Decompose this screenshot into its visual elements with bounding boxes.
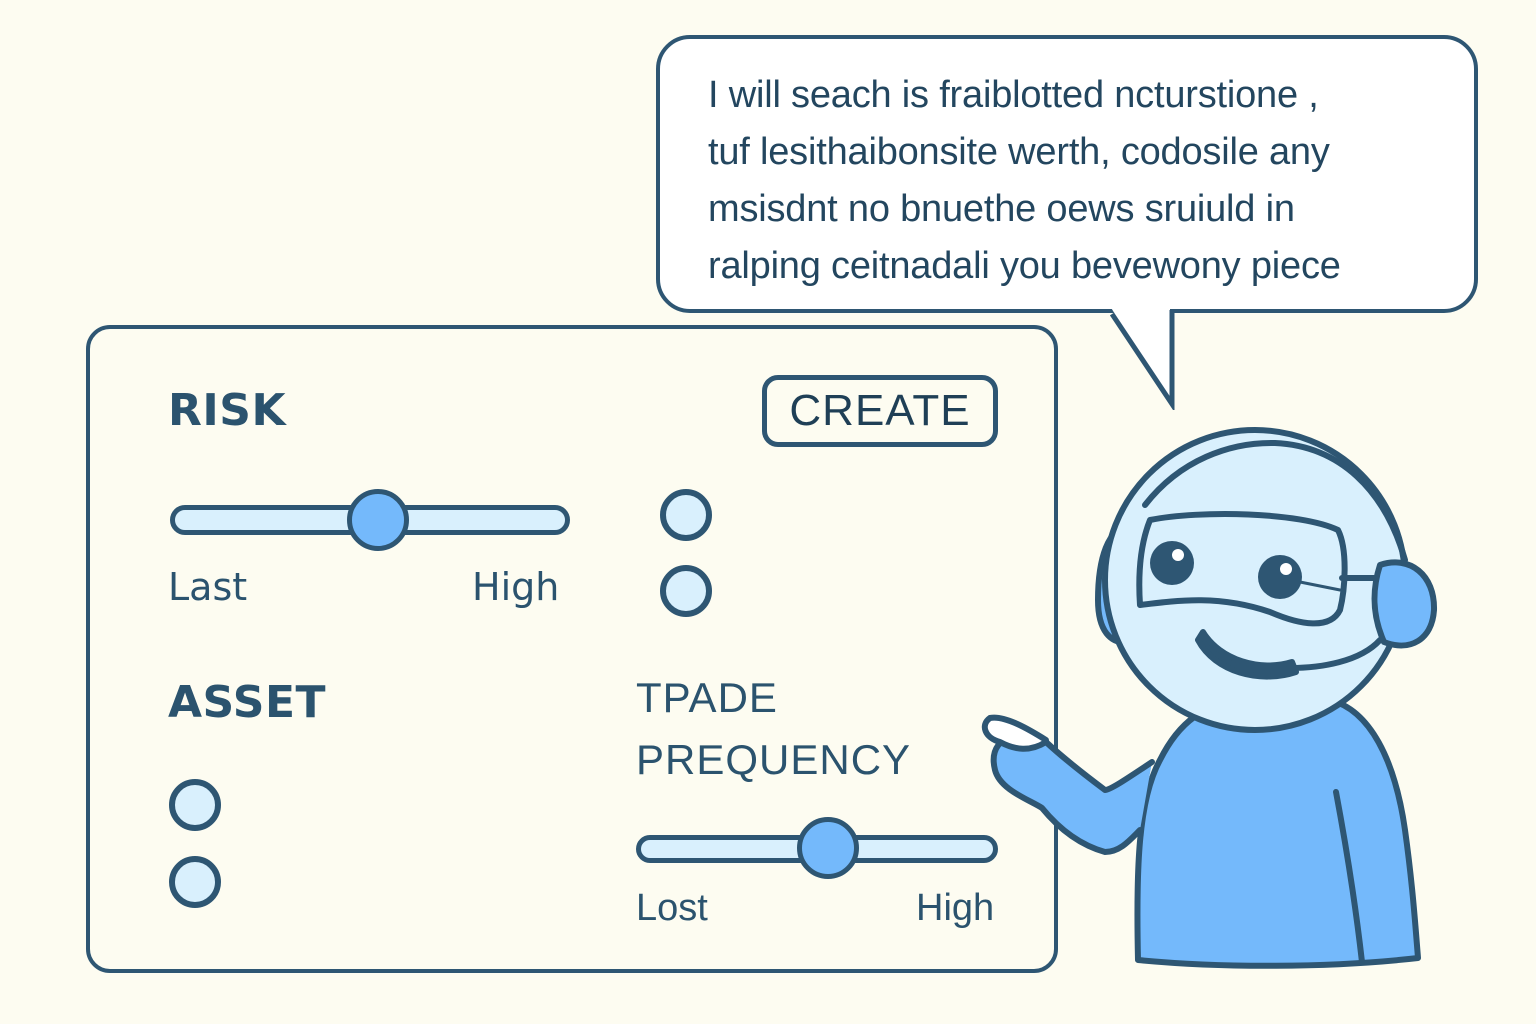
asset-heading: ASSET bbox=[168, 677, 327, 728]
risk-min-label: Last bbox=[168, 565, 248, 609]
risk-slider-thumb[interactable] bbox=[347, 489, 409, 551]
trade-frequency-max-label: High bbox=[916, 887, 995, 929]
message-line-3: msisdnt no bnuethe oews sruiuld in bbox=[708, 188, 1295, 230]
trade-frequency-min-label: Lost bbox=[636, 887, 708, 929]
risk-option-1-radio[interactable] bbox=[660, 489, 712, 541]
message-line-2: tuf lesithaibonsite werth, codosile any bbox=[708, 131, 1330, 173]
support-agent-mascot-icon bbox=[981, 427, 1438, 969]
trade-frequency-heading-line-2: PREQUENCY bbox=[636, 736, 912, 783]
assistant-speech-bubble: I will seach is fraiblotted ncturstione … bbox=[656, 35, 1478, 313]
trade-frequency-heading: TPADE PREQUENCY bbox=[636, 667, 911, 791]
risk-max-label: High bbox=[472, 565, 560, 609]
risk-option-2-radio[interactable] bbox=[660, 565, 712, 617]
speech-bubble-tail bbox=[1109, 306, 1175, 410]
trading-settings-panel: RISK CREATE Last High ASSET TPADE PREQUE… bbox=[86, 325, 1058, 973]
risk-slider[interactable] bbox=[170, 489, 570, 551]
message-line-1: I will seach is fraiblotted ncturstione … bbox=[708, 74, 1319, 116]
assistant-message: I will seach is fraiblotted ncturstione … bbox=[708, 67, 1468, 295]
create-button[interactable]: CREATE bbox=[762, 375, 998, 447]
asset-option-2-radio[interactable] bbox=[169, 856, 221, 908]
asset-option-1-radio[interactable] bbox=[169, 779, 221, 831]
trade-frequency-slider[interactable] bbox=[636, 817, 998, 879]
trade-frequency-slider-thumb[interactable] bbox=[796, 817, 859, 879]
message-line-4: ralping ceitnadali you bevewony piece bbox=[708, 245, 1341, 287]
risk-heading: RISK bbox=[168, 385, 287, 436]
trade-frequency-heading-line-1: TPADE bbox=[636, 674, 778, 721]
